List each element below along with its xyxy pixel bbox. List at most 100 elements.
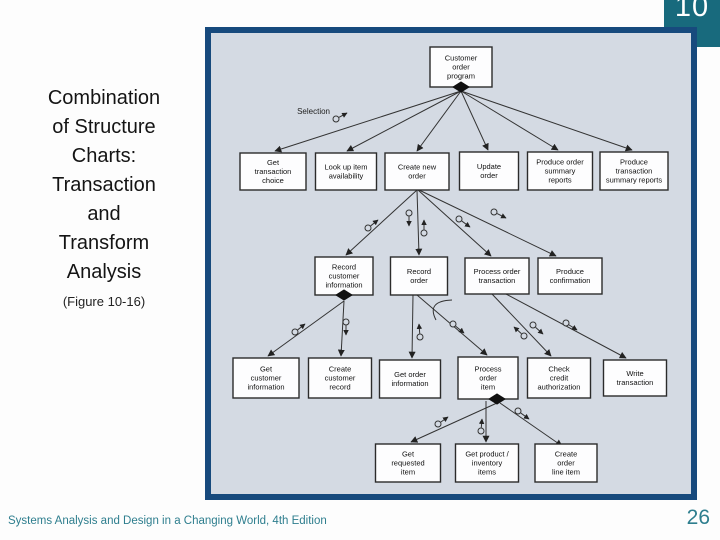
call-line (267, 300, 345, 357)
module-box-create-customer-record (307, 357, 373, 399)
module-box-look-up-item-availability (314, 152, 378, 191)
data-couple-icon (529, 321, 537, 329)
footer-book-title: Systems Analysis and Design in a Changin… (8, 515, 327, 527)
title-line: Analysis (66, 261, 142, 283)
module-box-create-order-line-item (534, 443, 598, 483)
figure-caption: (Figure 10-16) (62, 294, 146, 309)
call-line (410, 402, 498, 443)
call-line (460, 90, 489, 151)
data-couple-arrow-icon (461, 220, 471, 228)
call-line (415, 189, 423, 256)
module-box-get-customer-information (232, 357, 300, 399)
module-box-get-transaction-choice (239, 152, 307, 191)
data-couple-icon (342, 318, 350, 326)
data-couple-icon (420, 229, 428, 237)
data-couple-arrow-icon (297, 323, 306, 331)
module-box-create-new-order (384, 152, 450, 191)
slide-title: Combination of Structure Charts: Transac… (20, 84, 188, 309)
page-number: 26 (686, 506, 710, 529)
call-line (418, 189, 557, 257)
module-box-customer-order-program (429, 46, 493, 88)
call-line (346, 90, 462, 152)
data-couple-arrow-icon (568, 324, 578, 331)
transaction-center-diamond-icon (452, 81, 470, 93)
slide-number-text: 10 (674, 0, 710, 23)
data-couple-icon (291, 328, 299, 336)
call-line (460, 90, 633, 152)
module-box-produce-transaction-summary-reports (599, 151, 669, 191)
data-couple-icon (477, 427, 485, 435)
data-couple-icon (514, 407, 522, 415)
module-box-record-customer-information (314, 256, 374, 296)
data-couple-arrow-icon (535, 326, 544, 335)
data-couple-icon (434, 420, 442, 428)
data-couple-icon (520, 332, 528, 340)
module-box-get-product-inventory-items (454, 443, 520, 483)
title-line: Transaction (52, 174, 156, 196)
data-couple-icon (562, 319, 570, 327)
call-line (499, 402, 563, 447)
data-couple-arrow-icon (520, 412, 530, 420)
module-box-process-order-transaction (464, 257, 530, 295)
call-line (337, 300, 345, 357)
module-box-get-requested-item (374, 443, 442, 483)
data-couple-icon (455, 215, 463, 223)
data-couple-icon (405, 209, 413, 217)
data-couple-icon (490, 208, 498, 216)
module-box-record-order (389, 256, 449, 296)
title-line: Charts: (71, 145, 137, 167)
data-couple-icon (332, 115, 340, 123)
module-box-produce-confirmation (537, 257, 603, 295)
title-line: and (87, 203, 121, 225)
module-box-update-order (458, 151, 520, 191)
call-line (408, 294, 416, 359)
module-box-produce-order-summary-reports (526, 151, 594, 191)
call-line (491, 293, 552, 357)
transaction-center-diamond-icon (335, 289, 353, 301)
call-line (417, 189, 492, 257)
title-line: Transform (58, 232, 150, 254)
module-box-write-transaction (602, 359, 668, 397)
data-couple-arrow-icon (416, 323, 423, 334)
call-line (345, 189, 418, 256)
selection-label: Selection (297, 107, 330, 116)
module-box-process-order-item (457, 356, 519, 400)
data-couple-icon (416, 333, 424, 341)
call-line (460, 90, 559, 151)
call-line (274, 90, 462, 153)
title-line: Combination (47, 87, 161, 109)
title-line: of Structure (52, 116, 156, 138)
data-couple-arrow-icon (370, 219, 379, 227)
data-couple-arrow-icon (513, 326, 522, 335)
data-couple-arrow-icon (496, 213, 507, 219)
data-couple-icon (364, 224, 372, 232)
data-couple-arrow-icon (478, 418, 485, 428)
data-couple-arrow-icon (455, 325, 465, 334)
data-couple-icon (449, 320, 457, 328)
call-line (416, 90, 462, 152)
transaction-center-diamond-icon (488, 393, 506, 405)
data-couple-arrow-icon (440, 416, 449, 423)
module-box-get-order-information (378, 359, 442, 399)
